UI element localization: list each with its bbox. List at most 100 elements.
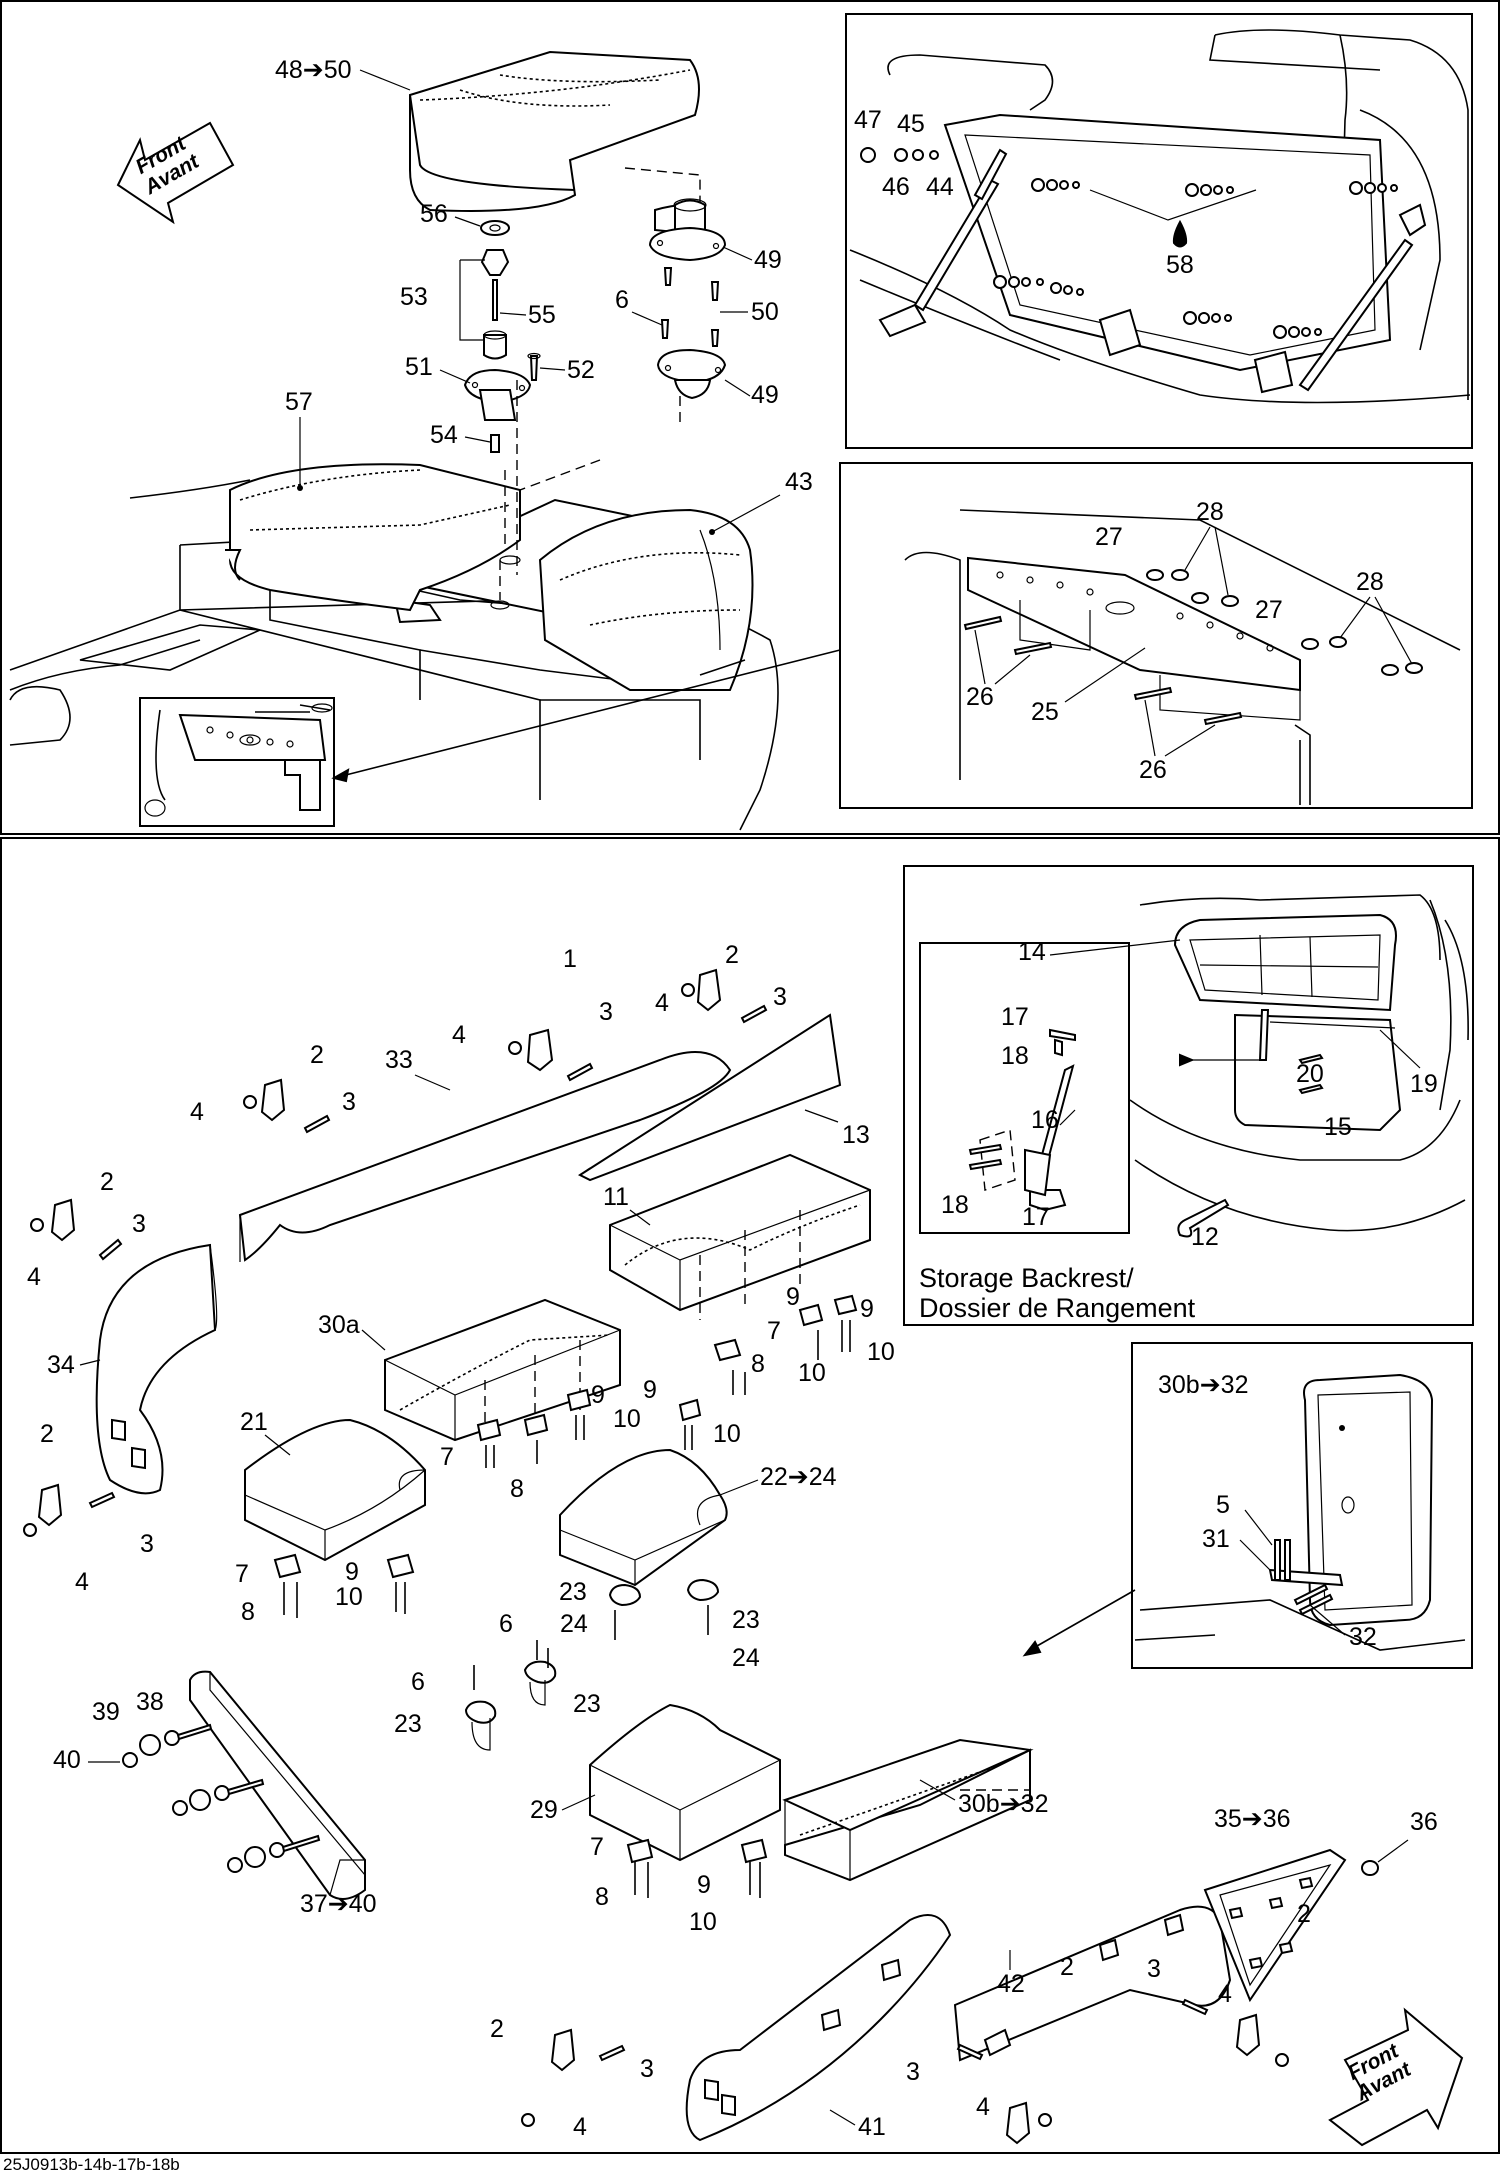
storage-inset: 14 17 18 16 20 19 15 18 17 12 Storage Ba… [919, 894, 1469, 1323]
panel-41 [685, 1914, 952, 2142]
label-10-e: 10 [335, 1583, 363, 1611]
label-7-d: 7 [590, 1833, 604, 1861]
label-2-g: 2 [490, 2015, 504, 2043]
storage-sub-inset-frame [919, 942, 1130, 1234]
cushion-29 [589, 1703, 781, 1862]
clip-brackets [23, 968, 1289, 2145]
label-4-d: 4 [27, 1263, 41, 1291]
label-3-d: 3 [132, 1210, 146, 1238]
screws-3 [88, 1004, 1209, 2062]
label-30a: 30a [318, 1311, 360, 1339]
label-2-c: 2 [100, 1168, 114, 1196]
storage-backrest-title-en: Storage Backrest/ [919, 1263, 1134, 1293]
label-7-a: 7 [767, 1317, 781, 1345]
cushion-leader [699, 659, 746, 676]
label-46: 46 [882, 173, 910, 201]
label-38: 38 [136, 1688, 164, 1716]
label-34: 34 [47, 1351, 75, 1379]
label-1: 1 [563, 945, 577, 973]
label-6-b: 6 [411, 1668, 425, 1696]
top-panel-frame [0, 0, 1500, 835]
label-47: 47 [854, 106, 882, 134]
label-9-d: 9 [591, 1381, 605, 1409]
label-41: 41 [858, 2113, 886, 2141]
armrest-cushion-48 [409, 50, 701, 212]
label-18-b: 18 [941, 1191, 969, 1219]
label-2-d: 2 [40, 1420, 54, 1448]
label-29: 29 [530, 1796, 558, 1824]
label-58: 58 [1166, 251, 1194, 279]
label-23-a: 23 [559, 1578, 587, 1606]
label-2-f: 2 [1060, 1953, 1074, 1981]
label-4-e: 4 [75, 1568, 89, 1596]
inset-hardware [860, 147, 1398, 339]
trim-33 [238, 1051, 732, 1262]
label-35-36: 35➔36 [1214, 1805, 1291, 1833]
label-45: 45 [897, 110, 925, 138]
backrest-inset: 30b➔32 5 31 32 [1134, 1371, 1466, 1651]
label-36: 36 [1410, 1808, 1438, 1836]
label-7-c: 7 [235, 1560, 249, 1588]
label-40: 40 [53, 1746, 81, 1774]
label-9-f: 9 [697, 1871, 711, 1899]
cushion-30b [782, 1738, 1034, 1882]
label-9-c: 9 [643, 1376, 657, 1404]
washers-38-40 [122, 1723, 321, 1873]
label-55: 55 [528, 301, 556, 329]
backrest-inset-frame [1131, 1342, 1473, 1669]
label-56: 56 [420, 200, 448, 228]
label-44: 44 [926, 173, 954, 201]
label-49-a: 49 [754, 246, 782, 274]
label-24-b: 24 [732, 1644, 760, 1672]
label-7-b: 7 [440, 1443, 454, 1471]
bracket-detail [144, 703, 333, 817]
label-16: 16 [1031, 1106, 1059, 1134]
label-4-g: 4 [976, 2093, 990, 2121]
label-32: 32 [1349, 1623, 1377, 1651]
label-13: 13 [842, 1121, 870, 1149]
backrest-leader [1029, 1589, 1136, 1651]
label-3-a: 3 [599, 998, 613, 1026]
label-5: 5 [1216, 1491, 1230, 1519]
label-27-a: 27 [1095, 523, 1123, 551]
label-28-b: 28 [1356, 568, 1384, 596]
label-8-d: 8 [595, 1883, 609, 1911]
label-14: 14 [1018, 938, 1046, 966]
storage-backrest-title-fr: Dossier de Rangement [919, 1293, 1196, 1323]
label-19: 19 [1410, 1070, 1438, 1098]
label-48-50: 48➔50 [275, 56, 352, 84]
label-53: 53 [400, 283, 428, 311]
detail-leader [333, 649, 841, 779]
label-2-a: 2 [725, 941, 739, 969]
label-4-h: 4 [573, 2113, 587, 2141]
bottom-panel-labels: 1 2 4 3 4 3 2 4 3 33 13 2 3 4 11 34 30a … [27, 941, 1438, 2141]
label-31: 31 [1202, 1525, 1230, 1553]
label-8-a: 8 [751, 1350, 765, 1378]
front-arrow-bottom: Front Avant [1328, 2007, 1464, 2147]
label-20: 20 [1296, 1060, 1324, 1088]
label-4-c: 4 [190, 1098, 204, 1126]
label-50: 50 [751, 298, 779, 326]
bottom-panel-frame [0, 837, 1500, 2154]
label-4-f: 4 [1218, 1980, 1232, 2008]
trim-13 [577, 1013, 842, 1182]
label-4-b: 4 [655, 989, 669, 1017]
label-3-f: 3 [1147, 1955, 1161, 1983]
label-2-b: 2 [310, 1041, 324, 1069]
top-panel-labels: 48➔50 56 49 53 55 6 50 51 52 49 57 54 43 [275, 56, 813, 535]
inset-top-right: 47 45 46 44 58 [849, 29, 1471, 404]
label-30b-32: 30b➔32 [958, 1790, 1048, 1818]
label-26-a: 26 [966, 683, 994, 711]
rail-37 [189, 1670, 366, 1900]
pedestal-hardware [459, 220, 541, 575]
label-12: 12 [1191, 1223, 1219, 1251]
panel-34 [95, 1243, 218, 1495]
label-49-b: 49 [751, 381, 779, 409]
cushion-22 [559, 1448, 728, 1587]
inset-top-right-frame [845, 13, 1473, 449]
label-30b-32-inset: 30b➔32 [1158, 1371, 1248, 1399]
label-3-g: 3 [906, 2058, 920, 2086]
bracket-detail-frame [139, 697, 335, 827]
label-3-b: 3 [773, 983, 787, 1011]
